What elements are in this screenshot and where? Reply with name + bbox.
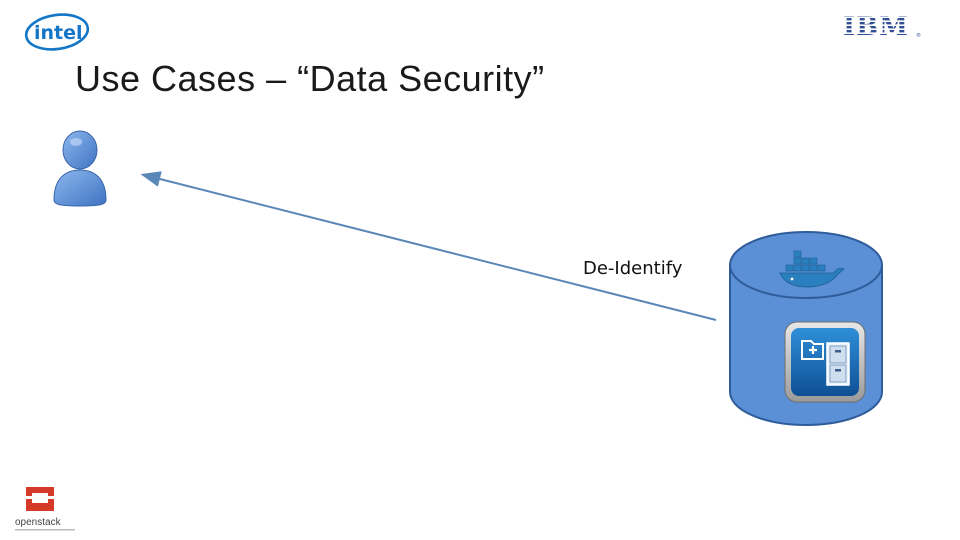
intel-logo: intel — [24, 13, 90, 51]
openstack-logo: openstack — [15, 487, 75, 531]
arrow-label: De-Identify — [583, 258, 683, 279]
ibm-logo: IBM ® — [843, 12, 921, 40]
slide-title: Use Cases – “Data Security” — [75, 58, 545, 99]
user-icon — [53, 130, 107, 207]
file-cabinet-icon — [784, 321, 866, 403]
svg-text:openstack: openstack — [15, 517, 62, 528]
svg-text:IBM: IBM — [843, 12, 909, 40]
docker-whale-icon — [779, 250, 845, 288]
svg-text:®: ® — [916, 32, 921, 39]
svg-text:intel: intel — [34, 22, 83, 44]
